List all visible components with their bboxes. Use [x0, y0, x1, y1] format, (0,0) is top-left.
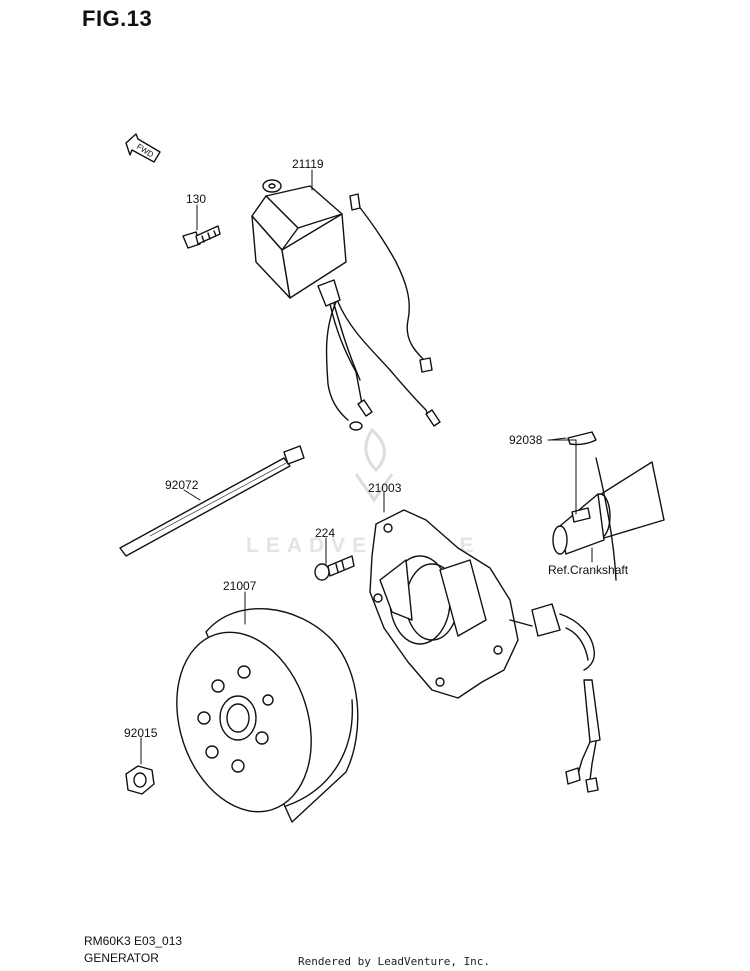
diagram-code: RM60K3 E03_013	[84, 934, 183, 948]
leader-lines	[140, 169, 593, 765]
woodruff-key	[567, 431, 597, 446]
label-92072: 92072	[165, 478, 199, 492]
flywheel-rotor	[176, 607, 359, 823]
label-92015: 92015	[124, 726, 158, 740]
fwd-arrow-icon: FWD	[125, 133, 161, 163]
cable-tie	[119, 445, 305, 557]
stator-plate	[369, 509, 601, 793]
label-224: 224	[315, 526, 336, 540]
cdi-unit	[251, 179, 441, 431]
bolt-130	[182, 225, 221, 249]
watermark-flame-icon	[354, 427, 394, 503]
label-21003: 21003	[368, 481, 402, 495]
screw-224	[314, 555, 355, 581]
render-credit: Rendered by LeadVenture, Inc.	[298, 955, 491, 968]
label-ref-crankshaft: Ref.Crankshaft	[548, 563, 629, 577]
figure-title: FIG.13	[82, 6, 153, 31]
flange-nut	[125, 765, 155, 795]
label-130: 130	[186, 192, 207, 206]
label-21119: 21119	[292, 157, 324, 171]
diagram-name: GENERATOR	[84, 951, 159, 965]
label-21007: 21007	[223, 579, 257, 593]
label-92038: 92038	[509, 433, 543, 447]
crankshaft-reference	[552, 457, 665, 581]
